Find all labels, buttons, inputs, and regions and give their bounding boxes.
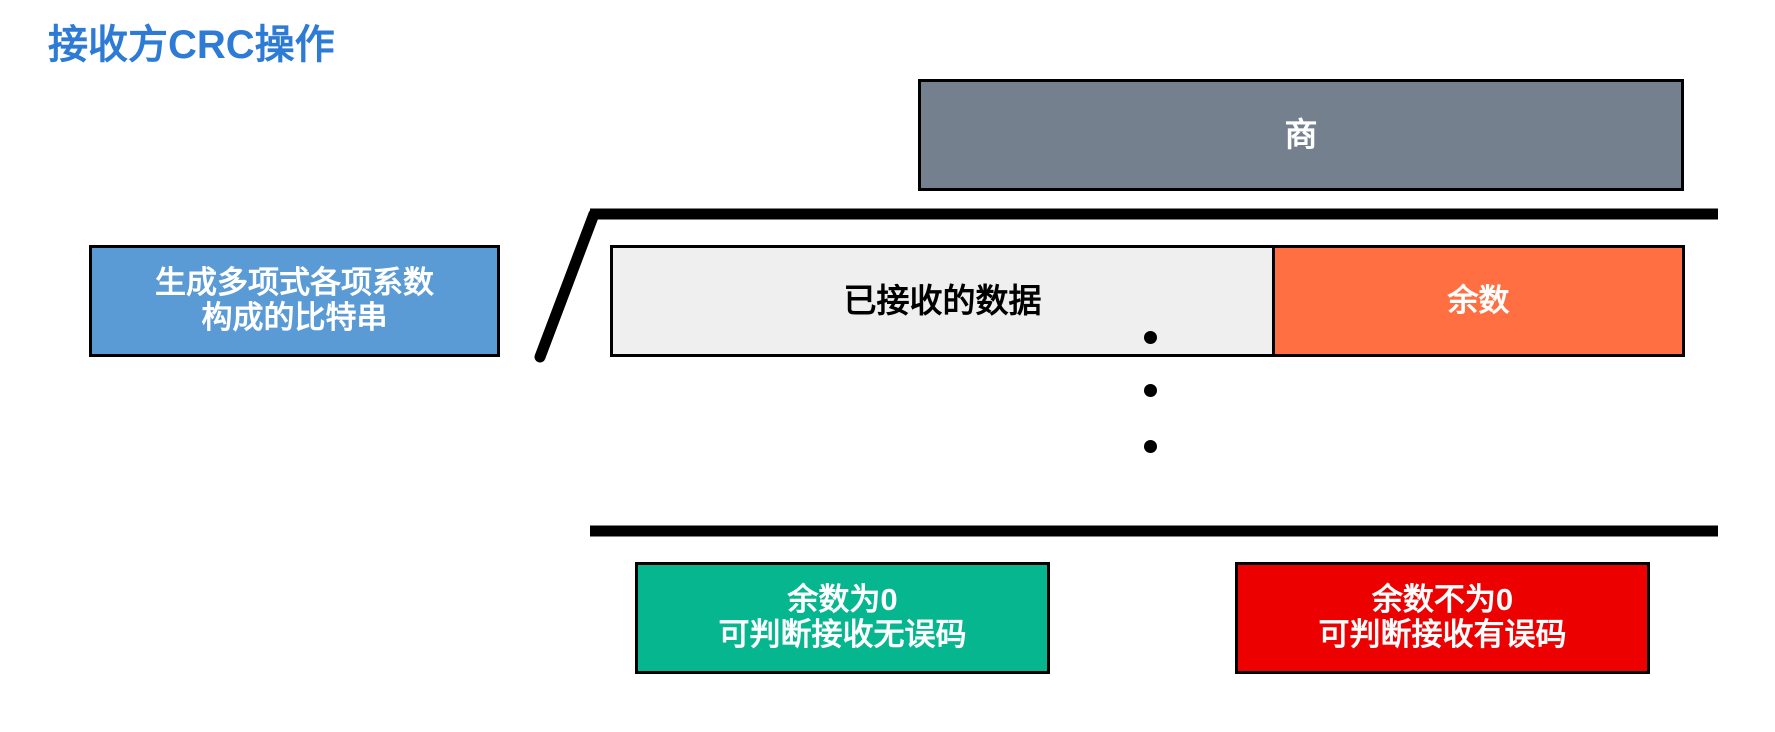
remainder-box: 余数 xyxy=(1272,245,1685,357)
quotient-box: 商 xyxy=(918,79,1684,191)
ellipsis-dot-icon xyxy=(1144,440,1157,453)
result-error-box: 余数不为0 可判断接收有误码 xyxy=(1235,562,1650,674)
ellipsis-dot-icon xyxy=(1144,331,1157,344)
page-title: 接收方CRC操作 xyxy=(48,23,335,67)
divisor-box: 生成多项式各项系数 构成的比特串 xyxy=(89,245,500,357)
ellipsis-dot-icon xyxy=(1144,384,1157,397)
result-no-error-box: 余数为0 可判断接收无误码 xyxy=(635,562,1050,674)
received-data-box: 已接收的数据 xyxy=(610,245,1275,357)
